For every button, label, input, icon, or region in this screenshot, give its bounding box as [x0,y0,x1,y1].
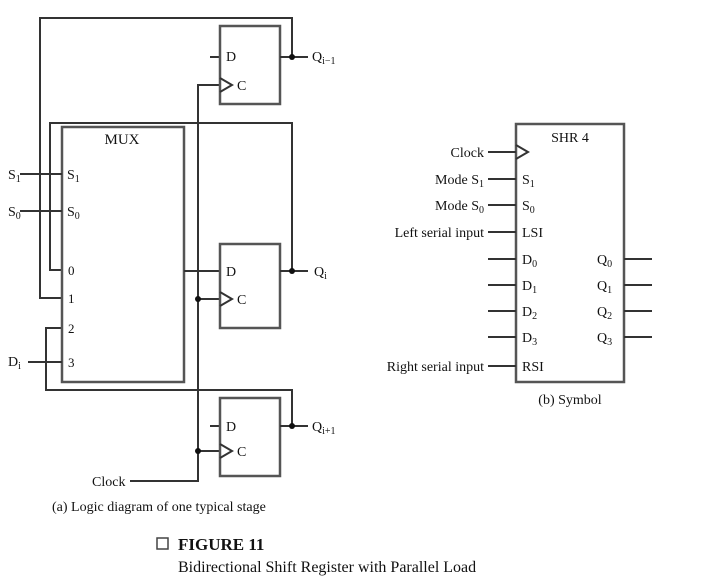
symbol-rsi-label: Right serial input [387,360,484,375]
ff-top-q-label: Qi−1 [312,50,336,67]
symbol-output-q2: Q2 [597,305,612,322]
symbol-mode-s0-label: Mode S0 [435,199,484,216]
mux-box [60,125,186,384]
flip-flop-bottom: D C Qi+1 [210,396,336,478]
symbol-diagram: SHR 4 Clock Mode S1 S1 Mode S0 S0 Left s… [387,122,652,408]
mux-input-2-label: 2 [68,321,75,336]
symbol-output-q1: Q1 [597,279,612,296]
mux-input-1-label: 1 [68,291,75,306]
logic-diagram: MUX S1 S0 Di S1 S0 0 1 2 3 Clock D C [8,17,336,515]
symbol-mode-s1-label: Mode S1 [435,173,484,190]
mux-title: MUX [104,132,139,148]
symbol-clock-label: Clock [451,146,484,161]
symbol-output-q3: Q3 [597,331,612,348]
symbol-caption: (b) Symbol [538,393,602,408]
symbol-lsi-label: Left serial input [395,226,485,241]
external-s0-label: S0 [8,205,21,222]
flip-flop-middle: D C Qi [218,242,327,330]
symbol-inner-d0: D0 [522,253,537,270]
ff-bot-d-label: D [226,420,236,435]
ff-top-d-label: D [226,50,236,65]
external-di-label: Di [8,355,21,372]
figure-title: Bidirectional Shift Register with Parall… [178,559,476,576]
figure-number: FIGURE 11 [178,535,264,554]
mux-s1-pin-label: S1 [67,168,80,185]
symbol-inner-s1: S1 [522,173,535,190]
symbol-inner-lsi: LSI [522,226,543,241]
mux-input-0-label: 0 [68,263,75,278]
symbol-inner-d2: D2 [522,305,537,322]
clock-label: Clock [92,475,125,490]
shr4-box [514,122,626,384]
symbol-inner-rsi: RSI [522,360,544,375]
flip-flop-top: D C Qi−1 [210,24,336,106]
mux-s0-pin-label: S0 [67,205,80,222]
wire-q-plus-1-to-mux-2 [45,327,293,426]
junction-clock-bot [195,448,201,454]
wire-q-i-to-mux-1 [49,122,293,271]
junction-clock-mid [195,296,201,302]
shr4-title: SHR 4 [551,131,589,146]
ff-bot-q-label: Qi+1 [312,420,336,437]
external-s1-label: S1 [8,168,21,185]
symbol-inner-s0: S0 [522,199,535,216]
symbol-inner-d1: D1 [522,279,537,296]
figure-caption: FIGURE 11 Bidirectional Shift Register w… [156,535,476,576]
ff-mid-q-label: Qi [314,265,327,282]
wire-clock-bus [130,84,220,482]
figure-caption-square [156,537,169,550]
ff-mid-c-label: C [237,293,246,308]
logic-diagram-caption: (a) Logic diagram of one typical stage [52,500,266,515]
symbol-output-q0: Q0 [597,253,612,270]
ff-mid-d-label: D [226,265,236,280]
ff-top-c-label: C [237,79,246,94]
ff-bot-c-label: C [237,445,246,460]
symbol-inner-d3: D3 [522,331,537,348]
mux-input-3-label: 3 [68,355,75,370]
wire-q-minus-1-to-mux-0 [39,17,293,299]
